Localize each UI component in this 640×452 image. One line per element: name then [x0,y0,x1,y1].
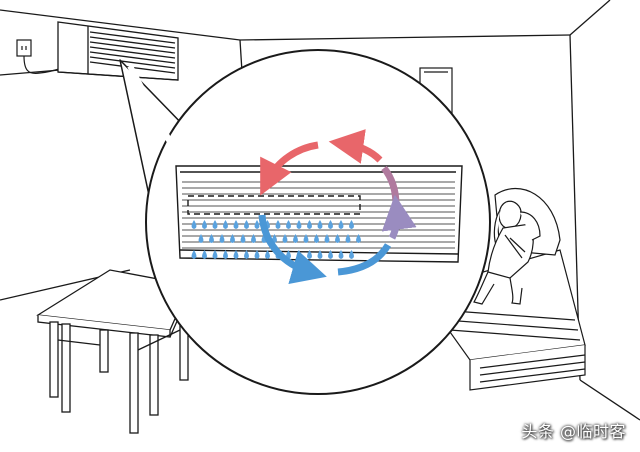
power-socket-icon [16,39,63,75]
water-drop [307,220,312,229]
water-drop [314,234,319,243]
water-drop [251,234,256,243]
person-icon [473,200,541,305]
water-drop [244,250,249,259]
water-drop [254,220,260,229]
water-drop [223,220,228,229]
water-drop [233,220,239,229]
water-drop [293,234,298,243]
table-icon [36,269,191,434]
water-drop-icon [191,220,361,259]
water-drop [286,220,291,229]
water-drop [254,250,260,259]
mid-arrow-right [381,194,417,240]
water-drop [212,220,218,229]
water-drop [324,234,330,243]
water-drop [209,234,214,243]
water-drop [191,250,197,259]
water-drop [296,220,302,229]
water-drop [303,234,309,243]
water-drop [338,250,344,259]
water-drop [328,220,333,229]
water-drop [244,220,249,229]
water-drop [328,250,333,259]
water-drop [191,220,197,229]
water-drop [349,220,354,229]
warm-arrow-top-right [328,129,383,164]
water-drop [198,234,204,243]
water-drop [219,234,225,243]
room [0,0,640,421]
wall-air-conditioner [57,21,179,81]
air-conditioner-icon [175,165,463,263]
water-drop [335,234,340,243]
water-drop [338,220,344,229]
water-drop [356,234,361,243]
water-drop [230,234,235,243]
water-drop [202,250,207,259]
warm-arrow-top [260,141,319,196]
water-drop [265,250,270,259]
water-drop [233,250,239,259]
water-drop [240,234,246,243]
water-drop [282,234,288,243]
water-drop [223,250,228,259]
water-drop [345,234,351,243]
water-drop [349,250,354,259]
watermark-label: 头条 @临时客 [521,422,626,441]
cool-arrow-bottom-right [337,243,392,276]
water-drop [212,250,218,259]
cool-arrow-bottom-left [258,214,327,285]
water-drop [317,220,323,229]
circulation-arrow-icon [258,129,417,285]
water-drop [202,220,207,229]
water-drop [275,220,281,229]
